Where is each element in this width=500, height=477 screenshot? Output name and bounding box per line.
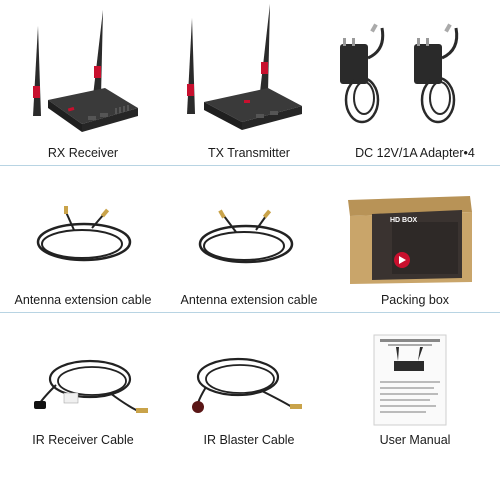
rx-receiver-icon (0, 4, 166, 134)
item-tx-transmitter: TX Transmitter (166, 0, 332, 165)
item-rx-receiver: RX Receiver (0, 0, 166, 165)
item-user-manual: User Manual (332, 313, 498, 477)
caption-user-manual: User Manual (379, 433, 451, 447)
antenna-cable-icon (0, 204, 166, 270)
caption-ir-blaster-cable: IR Blaster Cable (203, 433, 295, 447)
caption-ir-receiver-cable: IR Receiver Cable (32, 433, 134, 447)
antenna-cable-icon (166, 204, 332, 270)
item-ir-receiver-cable: IR Receiver Cable (0, 313, 166, 477)
caption-rx-receiver: RX Receiver (47, 146, 119, 160)
row-divider (0, 165, 500, 166)
row-divider (0, 312, 500, 313)
power-adapter-icon (332, 18, 498, 138)
item-ir-blaster-cable: IR Blaster Cable (166, 313, 332, 477)
item-antenna-cable-2: Antenna extension cable (166, 166, 332, 312)
tx-transmitter-icon (166, 4, 332, 134)
box-label: HD BOX (390, 217, 418, 224)
caption-packing-box: Packing box (380, 293, 450, 307)
item-packing-box: HD BOX Packing box (332, 166, 498, 312)
caption-tx-transmitter: TX Transmitter (208, 146, 290, 160)
caption-antenna-cable-2: Antenna extension cable (180, 293, 318, 307)
caption-power-adapter: DC 12V/1A Adapter•4 (355, 146, 475, 160)
ir-blaster-cable-icon (166, 353, 332, 427)
caption-antenna-cable-1: Antenna extension cable (14, 293, 152, 307)
item-power-adapter: DC 12V/1A Adapter•4 (332, 0, 498, 165)
packing-box-icon: HD BOX (332, 192, 498, 288)
ir-receiver-cable-icon (0, 353, 166, 427)
item-antenna-cable-1: Antenna extension cable (0, 166, 166, 312)
user-manual-icon (332, 333, 498, 427)
